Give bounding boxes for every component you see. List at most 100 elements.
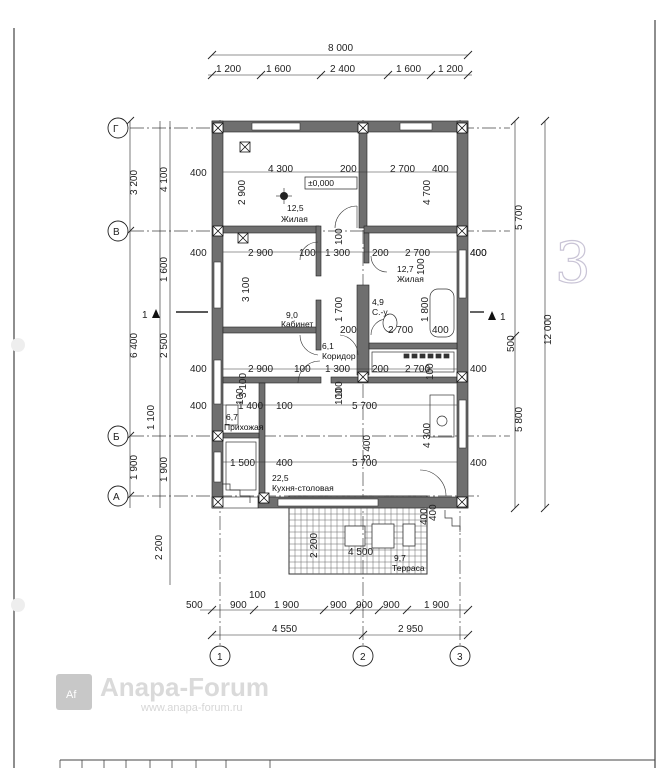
interior-dimension-label: 2 200: [309, 533, 320, 558]
dim-top-3: 2 400: [330, 64, 355, 75]
axis-bubble-row: Б: [107, 425, 129, 447]
dim-left-outer-2: 6 400: [129, 333, 140, 358]
room-name: Жилая: [281, 214, 308, 224]
dim-right-inner-3: 5 800: [514, 407, 525, 432]
interior-dimension-label: 1 800: [420, 297, 431, 322]
watermark: Af Anapa-Forum www.anapa-forum.ru: [56, 672, 269, 714]
bathtub: [429, 288, 455, 338]
axis-bubble-row: В: [107, 220, 129, 242]
kitchen-counter: [371, 351, 455, 373]
dimension-lines: [129, 54, 546, 636]
interior-dimension-label: 2 700: [405, 248, 430, 259]
room-area: 12,5: [287, 203, 304, 213]
dim-left-inner-5: 1 900: [159, 457, 170, 482]
room-name: Жилая: [397, 274, 424, 284]
interior-dimension-label: 1 700: [334, 297, 345, 322]
interior-dimension-label: 400: [276, 458, 293, 469]
dim-bottom-6: 900: [383, 600, 400, 611]
interior-dimension-label: 100: [334, 381, 345, 398]
axis-bubble-col: 2: [352, 645, 374, 667]
interior-dimension-label: 400: [432, 164, 449, 175]
interior-dimension-label: 400: [470, 248, 487, 259]
interior-dimension-label: 400: [190, 168, 207, 179]
interior-dimension-label: 400: [190, 248, 207, 259]
svg-text:А: А: [113, 492, 120, 503]
interior-dimension-label: 400: [419, 508, 430, 525]
dim-axes-2-3: 2 950: [398, 624, 423, 635]
interior-dimension-label: 2 900: [237, 180, 248, 205]
axis-bubble-col: 1: [209, 645, 231, 667]
interior-dimension-label: 2 700: [390, 164, 415, 175]
interior-dimension-label: 4 300: [422, 423, 433, 448]
interior-dimension-label: 5 700: [352, 401, 377, 412]
room-area: 12,7: [397, 264, 414, 274]
interior-dimension-label: 4 700: [422, 180, 433, 205]
interior-dim-lines: [223, 171, 457, 463]
section-arrow-icon: [152, 309, 160, 318]
level-mark-text: ±0,000: [308, 178, 334, 188]
dim-bottom-4: 900: [330, 600, 347, 611]
room-area: 9,0: [286, 310, 298, 320]
room-area: 6,1: [322, 341, 334, 351]
room-area: 22,5: [272, 473, 289, 483]
dim-left-inner-1: 4 100: [159, 167, 170, 192]
axis-bubble-col: 3: [449, 645, 471, 667]
interior-dimension-label: 200: [372, 248, 389, 259]
room-name: С.-у.: [372, 307, 389, 317]
watermark-title: Anapa-Forum: [100, 672, 269, 702]
interior-dimension-label: 4 300: [268, 164, 293, 175]
interior-dimension-label: 3 400: [362, 435, 373, 460]
interior-dimension-label: 400: [428, 504, 439, 521]
interior-dimension-label: 400: [470, 458, 487, 469]
binder-hole: [11, 338, 25, 352]
interior-dimension-label: 1 300: [325, 248, 350, 259]
interior-dimension-label: 200: [340, 164, 357, 175]
dim-bottom-3: 1 900: [274, 600, 299, 611]
dim-bottom-5: 900: [356, 600, 373, 611]
interior-dimension-label: 2 900: [248, 248, 273, 259]
dim-left-outer-3: 1 900: [129, 455, 140, 480]
dim-bottom-extra: 100: [249, 590, 266, 601]
sink-counter: [429, 394, 455, 438]
watermark-badge: Af: [66, 689, 77, 701]
section-marks: 1 1: [142, 309, 506, 323]
entrance-steps: [222, 483, 251, 503]
terrace-chair: [402, 523, 416, 547]
dim-left-inner-4: 1 100: [146, 405, 157, 430]
interior-dimension-label: 1 300: [325, 364, 350, 375]
interior-dimension-label: 200: [340, 325, 357, 336]
interior-dimension-label: 2 700: [405, 364, 430, 375]
toilet: [382, 313, 398, 333]
room-area: 9,7: [394, 553, 406, 563]
interior-dimension-label: 4 500: [348, 547, 373, 558]
interior-dimension-label: 400: [190, 401, 207, 412]
section-mark-left: 1: [142, 310, 148, 321]
fixtures: [222, 288, 461, 532]
interior-dimension-label: 2 900: [248, 364, 273, 375]
interior-dimension-label: 400: [432, 325, 449, 336]
interior-dimension-label: 1 500: [230, 458, 255, 469]
sink: [436, 415, 448, 427]
interior-dimension-label: 100: [299, 248, 316, 259]
svg-text:3: 3: [457, 652, 463, 663]
interior-dimension-label: 3 100: [241, 277, 252, 302]
interior-dimension-label: 100: [334, 228, 345, 245]
room-name: Прихожая: [224, 422, 264, 432]
dim-left-outer-1: 3 200: [129, 170, 140, 195]
interior-dimension-label: 100: [334, 388, 345, 405]
interior-dimension-label: 400: [190, 364, 207, 375]
dim-right-inner-2: 500: [506, 335, 517, 352]
dim-left-outer-4: 2 200: [154, 535, 165, 560]
dim-right-inner-1: 5 700: [514, 205, 525, 230]
dim-bottom-2: 900: [230, 600, 247, 611]
dim-right-outer: 12 000: [543, 314, 554, 345]
room-name: Коридор: [322, 351, 356, 361]
room-name: Кухня-столовая: [272, 483, 334, 493]
room-labels: 12,5 Жилая 12,7 Жилая 9,0 Кабинет 4,9 С.…: [224, 203, 425, 573]
dim-axes-1-2: 4 550: [272, 624, 297, 635]
svg-text:Б: Б: [113, 432, 120, 443]
terrace-chair: [344, 525, 366, 547]
dim-left-inner-2: 1 600: [159, 257, 170, 282]
dim-overall-width: 8 000: [328, 43, 353, 54]
